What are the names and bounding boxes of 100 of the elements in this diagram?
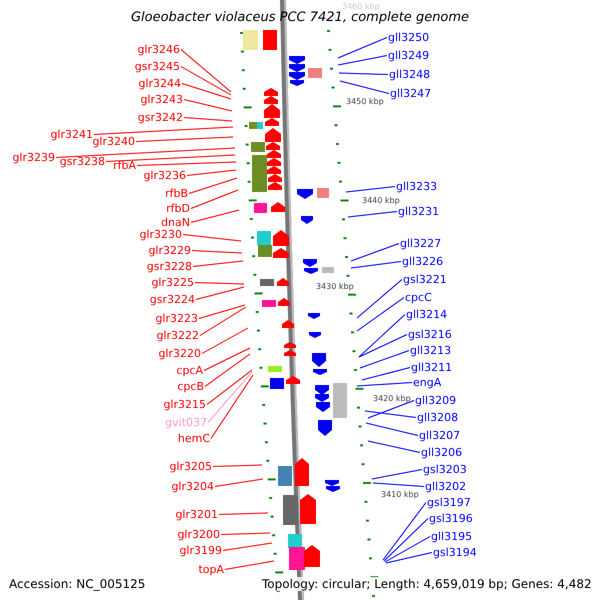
leader-line	[358, 334, 408, 358]
gene-label: glr3241	[50, 128, 93, 141]
leader-line	[338, 72, 388, 75]
leader-line	[384, 518, 428, 562]
gene-label: gll3231	[398, 205, 440, 218]
gene-label: glr3223	[155, 312, 198, 325]
gene-label: gsr3238	[60, 155, 105, 168]
leader-line	[338, 55, 388, 66]
gene-label: glr3239	[12, 151, 55, 164]
leader-line	[214, 478, 264, 487]
leader-line	[198, 304, 246, 319]
leader-line	[384, 536, 430, 562]
gene-label: gsr3245	[134, 60, 180, 73]
gene-label: gll3209	[415, 394, 456, 407]
gene-label: glr3229	[148, 244, 191, 257]
gene-label: glr3205	[169, 460, 212, 473]
gene-label: gsr3228	[146, 260, 192, 273]
leader-line	[184, 99, 232, 112]
leader-line	[222, 542, 272, 551]
leader-line	[224, 560, 274, 570]
leader-line	[186, 170, 236, 176]
leader-line	[360, 350, 410, 368]
leader-line	[136, 136, 234, 142]
leader-line	[106, 154, 236, 162]
leader-line	[350, 261, 402, 268]
gene-label: gsr3224	[150, 293, 195, 306]
leader-line	[194, 282, 244, 284]
leader-line	[382, 502, 426, 560]
gene-label: glr3222	[156, 329, 199, 342]
leader-line	[192, 260, 244, 267]
gene-label: gll3226	[402, 255, 444, 268]
gene-label: glr3200	[177, 528, 220, 541]
gene-label: cpcC	[405, 291, 432, 304]
leader-line	[184, 117, 232, 122]
scale-label: 3450 kbp	[346, 97, 384, 106]
leader-line	[386, 552, 432, 564]
gene-label: gll3208	[417, 411, 458, 424]
gene-label: rfbD	[166, 202, 190, 215]
leader-line	[372, 469, 422, 480]
leader-line	[362, 367, 410, 380]
gene-label: gll3211	[411, 361, 452, 374]
gene-label: glr3225	[151, 276, 194, 289]
title: Gloeobacter violaceus PCC 7421, complete genome	[130, 10, 470, 26]
leader-line	[348, 211, 398, 218]
leader-line	[204, 354, 250, 387]
gene-label: gsl3194	[433, 546, 477, 559]
gene-label: gsl3221	[403, 273, 447, 286]
leader-line	[204, 348, 250, 371]
footer-text: Accession: NC_005125	[9, 577, 146, 591]
gene-label: gll3202	[425, 480, 466, 493]
gene-label: gsl3196	[429, 512, 473, 525]
leader-line	[346, 186, 396, 192]
gene-label: gll3249	[388, 49, 430, 62]
scale-label: 3410 kbp	[381, 490, 419, 499]
leader-line	[350, 243, 400, 262]
gene-label: glr3201	[175, 508, 218, 521]
gene-label: gll3213	[410, 344, 452, 357]
leader-line	[56, 148, 236, 158]
gene-label: gsl3197	[427, 496, 471, 509]
leader-line	[356, 297, 404, 332]
gene-label: gsr3242	[138, 111, 183, 124]
leader-line	[210, 374, 254, 439]
leader-line	[338, 37, 388, 58]
gene-label: gvit037	[165, 416, 207, 429]
leader-line	[212, 464, 262, 467]
leader-line	[372, 482, 424, 487]
leader-line	[356, 382, 412, 386]
gene-label: glr3230	[139, 228, 182, 241]
gene-label: dnaN	[161, 216, 190, 229]
gene-label: gll3247	[390, 87, 432, 100]
leader-line	[202, 328, 248, 354]
leader-line	[356, 279, 402, 318]
leader-line	[180, 49, 232, 92]
leader-line	[218, 512, 268, 515]
leader-line	[136, 162, 236, 166]
leader-line	[206, 370, 252, 405]
gene-label: gll3250	[388, 31, 430, 44]
gene-label: gll3214	[406, 308, 448, 321]
leader-line	[208, 372, 252, 423]
gene-label: cpcB	[177, 380, 204, 393]
gene-label: glr3199	[179, 544, 222, 557]
gene-label: glr3240	[92, 135, 135, 148]
gene-label: gll3248	[389, 68, 430, 81]
leader-line	[94, 126, 234, 135]
gene-label: gll3233	[396, 180, 438, 193]
scale-label: 3440 kbp	[362, 196, 400, 205]
gene-label: glr3246	[137, 43, 180, 56]
leader-line	[182, 234, 242, 242]
gene-label: rfbB	[165, 187, 188, 200]
leader-line	[180, 66, 232, 96]
gene-label: glr3244	[138, 77, 181, 90]
gene-label: gll3195	[431, 530, 472, 543]
gene-label: glr3236	[143, 169, 186, 182]
gene-label: gsl3216	[408, 328, 452, 341]
gene-label: glr3243	[140, 93, 183, 106]
gene-label: gll3206	[421, 446, 462, 459]
scale-label: 3430 kbp	[316, 282, 354, 291]
leader-line	[196, 286, 244, 300]
gene-label: glr3204	[171, 480, 214, 493]
leader-line	[188, 178, 238, 194]
